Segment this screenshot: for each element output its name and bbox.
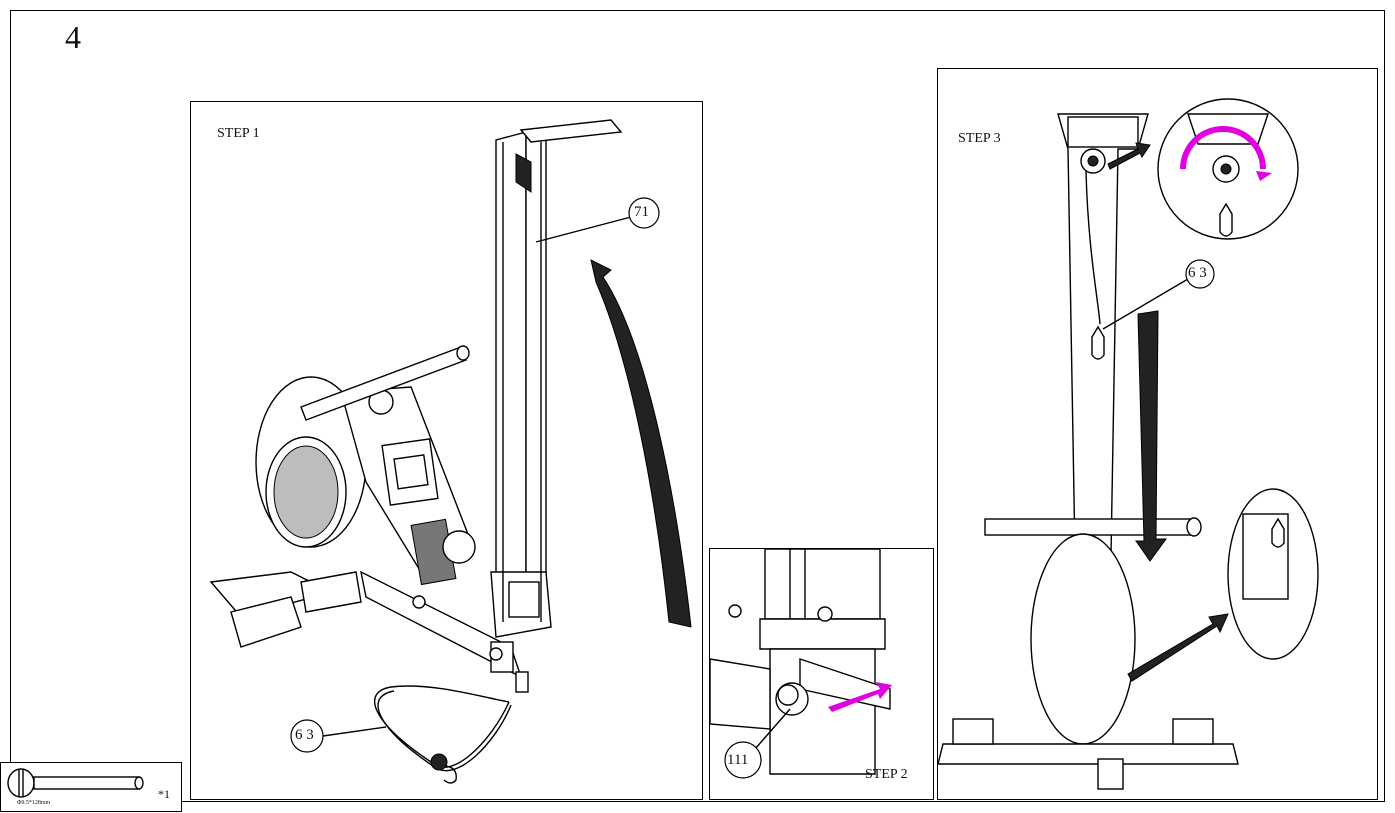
rail-71 <box>490 119 623 638</box>
lift-arrow <box>590 259 692 628</box>
down-arrow <box>1135 310 1167 562</box>
step2-illustration <box>709 548 892 779</box>
step3-illustration <box>937 98 1319 790</box>
base-front <box>937 718 1239 790</box>
bottom-detail-ellipse <box>1227 488 1319 660</box>
callout-63-step3: 6 3 <box>1188 265 1207 281</box>
detail-arrow-top <box>1107 142 1151 170</box>
step3-panel: STEP 3 <box>937 68 1378 800</box>
step2-panel: 111 STEP 2 <box>709 548 934 800</box>
flywheel-housing <box>255 376 476 586</box>
part-box: Φ9.5*128mm *1 <box>0 762 182 812</box>
step1-label: STEP 1 <box>217 126 260 141</box>
callout-63-step1: 6 3 <box>295 727 314 743</box>
pin-icon <box>7 768 144 798</box>
step1-panel: STEP 1 <box>190 101 703 800</box>
handle-bar <box>300 345 470 421</box>
part-qty: *1 <box>158 787 170 801</box>
part-spec: Φ9.5*128mm <box>17 800 51 806</box>
slide-arrow <box>828 682 892 712</box>
callout-71: 71 <box>634 204 649 220</box>
top-detail-circle <box>1157 98 1299 240</box>
detail-arrow-bottom <box>1127 613 1229 682</box>
callout-111: 111 <box>727 752 749 768</box>
step2-label: STEP 2 <box>865 767 908 782</box>
step1-illustration <box>209 119 692 784</box>
base-frame <box>209 570 529 693</box>
page-number: 4 <box>65 19 81 55</box>
step3-label: STEP 3 <box>958 131 1001 146</box>
cable-63 <box>374 685 512 784</box>
